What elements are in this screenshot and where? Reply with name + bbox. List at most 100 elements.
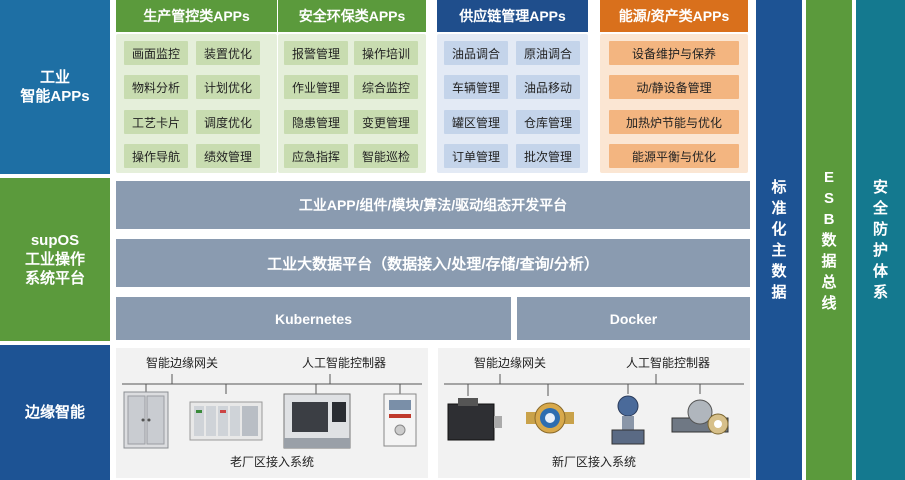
plc-rack-icon (190, 402, 262, 440)
cnc-machine-icon (284, 394, 350, 448)
dev-platform-bar: 工业APP/组件/模块/算法/驱动组态开发平台 (116, 181, 750, 229)
old-plant-panel: 智能边缘网关 人工智能控制器 (116, 348, 428, 478)
app-button[interactable]: 操作培训 (354, 41, 418, 65)
old-plant-device-illustrations (116, 372, 428, 452)
servo-motor-icon (448, 398, 502, 440)
app-button[interactable]: 报警管理 (284, 41, 348, 65)
new-controller-label: 人工智能控制器 (626, 354, 710, 371)
app-button[interactable]: 物料分析 (124, 75, 188, 99)
app-button[interactable]: 油品移动 (516, 75, 580, 99)
app-label: 油品移动 (524, 79, 572, 96)
app-label: 批次管理 (524, 148, 572, 165)
app-button[interactable]: 能源平衡与优化 (609, 144, 739, 168)
app-label: 作业管理 (292, 79, 340, 96)
app-label: 操作培训 (362, 45, 410, 62)
app-label: 车辆管理 (452, 79, 500, 96)
app-label: 仓库管理 (524, 114, 572, 131)
security-column: 安全防护体系 (856, 0, 905, 480)
control-valve-icon (672, 400, 728, 434)
app-label: 应急指挥 (292, 148, 340, 165)
kubernetes-label: Kubernetes (275, 311, 352, 327)
app-button[interactable]: 绩效管理 (196, 144, 260, 168)
new-plant-footer: 新厂区接入系统 (438, 453, 750, 470)
old-plant-footer: 老厂区接入系统 (116, 453, 428, 470)
old-controller-label: 人工智能控制器 (302, 354, 386, 371)
apps-panel-energy: 设备维护与保养 动/静设备管理 加热炉节能与优化 能源平衡与优化 (600, 34, 748, 173)
master-data-column: 标准化主数据 (756, 0, 802, 480)
esb-label: ESB数据总线 (821, 167, 837, 314)
app-label: 操作导航 (132, 148, 180, 165)
category-title: 供应链管理APPs (459, 6, 566, 26)
app-label: 动/静设备管理 (636, 79, 711, 96)
app-button[interactable]: 原油调合 (516, 41, 580, 65)
app-label: 加热炉节能与优化 (626, 114, 722, 131)
pressure-transmitter-icon (612, 396, 644, 444)
app-button[interactable]: 综合监控 (354, 75, 418, 99)
app-button[interactable]: 油品调合 (444, 41, 508, 65)
app-label: 原油调合 (524, 45, 572, 62)
app-button[interactable]: 调度优化 (196, 110, 260, 134)
bigdata-platform-bar: 工业大数据平台（数据接入/处理/存储/查询/分析） (116, 239, 750, 287)
docker-bar: Docker (517, 297, 750, 340)
app-button[interactable]: 批次管理 (516, 144, 580, 168)
esb-column: ESB数据总线 (806, 0, 852, 480)
app-button[interactable]: 仓库管理 (516, 110, 580, 134)
category-title: 能源/资产类APPs (619, 6, 729, 26)
app-button[interactable]: 智能巡检 (354, 144, 418, 168)
frequency-drive-icon (384, 394, 416, 446)
category-header-production: 生产管控类APPs (116, 0, 277, 32)
edge-layer-label: 边缘智能 (0, 345, 110, 480)
app-label: 装置优化 (204, 45, 252, 62)
category-header-energy: 能源/资产类APPs (600, 0, 748, 32)
edge-layer-text: 边缘智能 (25, 403, 85, 422)
app-button[interactable]: 装置优化 (196, 41, 260, 65)
app-label: 罐区管理 (452, 114, 500, 131)
app-label: 物料分析 (132, 79, 180, 96)
category-header-supply-chain: 供应链管理APPs (437, 0, 588, 32)
app-button[interactable]: 操作导航 (124, 144, 188, 168)
category-title: 生产管控类APPs (143, 6, 250, 26)
app-label: 隐患管理 (292, 114, 340, 131)
category-title: 安全环保类APPs (299, 6, 406, 26)
apps-layer-label: 工业 智能APPs (0, 0, 110, 174)
app-button[interactable]: 应急指挥 (284, 144, 348, 168)
app-label: 调度优化 (204, 114, 252, 131)
app-label: 计划优化 (204, 79, 252, 96)
app-label: 变更管理 (362, 114, 410, 131)
apps-panel-safety: 报警管理 操作培训 作业管理 综合监控 隐患管理 变更管理 应急指挥 智能巡检 (278, 34, 426, 173)
app-button[interactable]: 作业管理 (284, 75, 348, 99)
app-label: 绩效管理 (204, 148, 252, 165)
app-label: 油品调合 (452, 45, 500, 62)
bigdata-platform-label: 工业大数据平台（数据接入/处理/存储/查询/分析） (267, 253, 599, 274)
app-button[interactable]: 变更管理 (354, 110, 418, 134)
app-label: 设备维护与保养 (632, 45, 716, 62)
new-gateway-label: 智能边缘网关 (474, 354, 546, 371)
water-meter-icon (526, 403, 574, 433)
app-label: 报警管理 (292, 45, 340, 62)
app-button[interactable]: 车辆管理 (444, 75, 508, 99)
app-button[interactable]: 加热炉节能与优化 (609, 110, 739, 134)
app-button[interactable]: 订单管理 (444, 144, 508, 168)
new-plant-device-illustrations (438, 372, 750, 452)
apps-panel-supply-chain: 油品调合 原油调合 车辆管理 油品移动 罐区管理 仓库管理 订单管理 批次管理 (437, 34, 588, 173)
kubernetes-bar: Kubernetes (116, 297, 511, 340)
supos-layer-label: supOS 工业操作 系统平台 (0, 178, 110, 341)
app-button[interactable]: 计划优化 (196, 75, 260, 99)
app-label: 综合监控 (362, 79, 410, 96)
supos-layer-text: supOS 工业操作 系统平台 (25, 231, 85, 288)
app-label: 工艺卡片 (132, 114, 180, 131)
docker-label: Docker (610, 311, 657, 327)
new-plant-panel: 智能边缘网关 人工智能控制器 (438, 348, 750, 478)
app-button[interactable]: 罐区管理 (444, 110, 508, 134)
app-button[interactable]: 画面监控 (124, 41, 188, 65)
category-header-safety: 安全环保类APPs (278, 0, 426, 32)
app-button[interactable]: 隐患管理 (284, 110, 348, 134)
apps-layer-text: 工业 智能APPs (20, 68, 89, 106)
control-cabinet-icon (124, 392, 168, 448)
app-button[interactable]: 设备维护与保养 (609, 41, 739, 65)
master-data-label: 标准化主数据 (771, 177, 787, 303)
dev-platform-label: 工业APP/组件/模块/算法/驱动组态开发平台 (299, 195, 567, 215)
apps-panel-production: 画面监控 装置优化 物料分析 计划优化 工艺卡片 调度优化 操作导航 绩效管理 (116, 34, 277, 173)
app-button[interactable]: 动/静设备管理 (609, 75, 739, 99)
app-button[interactable]: 工艺卡片 (124, 110, 188, 134)
